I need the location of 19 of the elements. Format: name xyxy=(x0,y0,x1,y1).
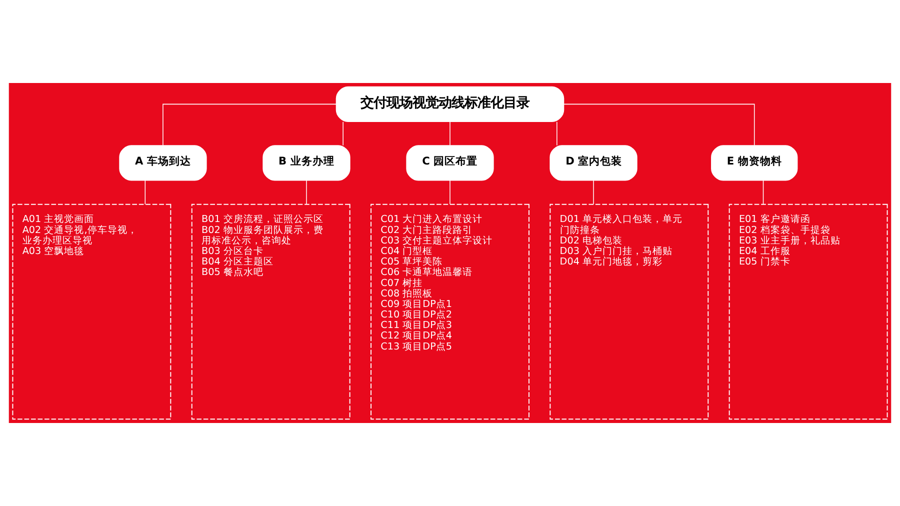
node-box: 交付现场视觉动线标准化目录 xyxy=(336,86,564,122)
connector xyxy=(342,121,344,146)
node-box: A 车场到达 xyxy=(119,145,207,181)
node-box: D 室内包装 xyxy=(550,145,638,181)
node-box: A01 主视觉画面 A02 交通导视,停车导视，业务办理区导视 A03 空飘地毯 xyxy=(12,204,172,420)
connector xyxy=(306,180,307,205)
node-box: C01 大门进入布置设计 C02 大门主路段路引 C03 交付主题立体字设计 C04 门型框 C05 草坪美陈 C06 卡通草地温馨语 C07 树挂 C08 拍照板 C09 项目DP点1 C10 项目DP点2 C11 项目DP点3 C12 项目DP点4 C13 项目DP点5 xyxy=(370,204,530,420)
node-box: B01 交房流程，证照公示区 B02 物业服务团队展示，费用标准公示，咨询处 B03 分区台卡 B04 分区主题区 B05 餐点水吧 xyxy=(191,204,350,420)
node-box: E01 客户邀请函 E02 档案袋、手提袋 E03 业主手册，礼品贴 E04 工作服 E05 门禁卡 xyxy=(728,204,888,420)
connector xyxy=(563,104,755,146)
node-box: D01 单元楼入口包装，单元门防撞条 D02 电梯包装 D03 入户门门挂，马桶贴 D04 单元门地毯，剪彩 xyxy=(550,204,709,420)
connector xyxy=(762,180,764,205)
node-box: C 园区布置 xyxy=(406,145,494,181)
node-box: B 业务办理 xyxy=(262,145,350,181)
node-box: E 物资物料 xyxy=(711,145,798,181)
connector xyxy=(162,104,337,146)
connector xyxy=(593,180,594,205)
connector xyxy=(556,121,558,146)
connector xyxy=(144,180,146,205)
